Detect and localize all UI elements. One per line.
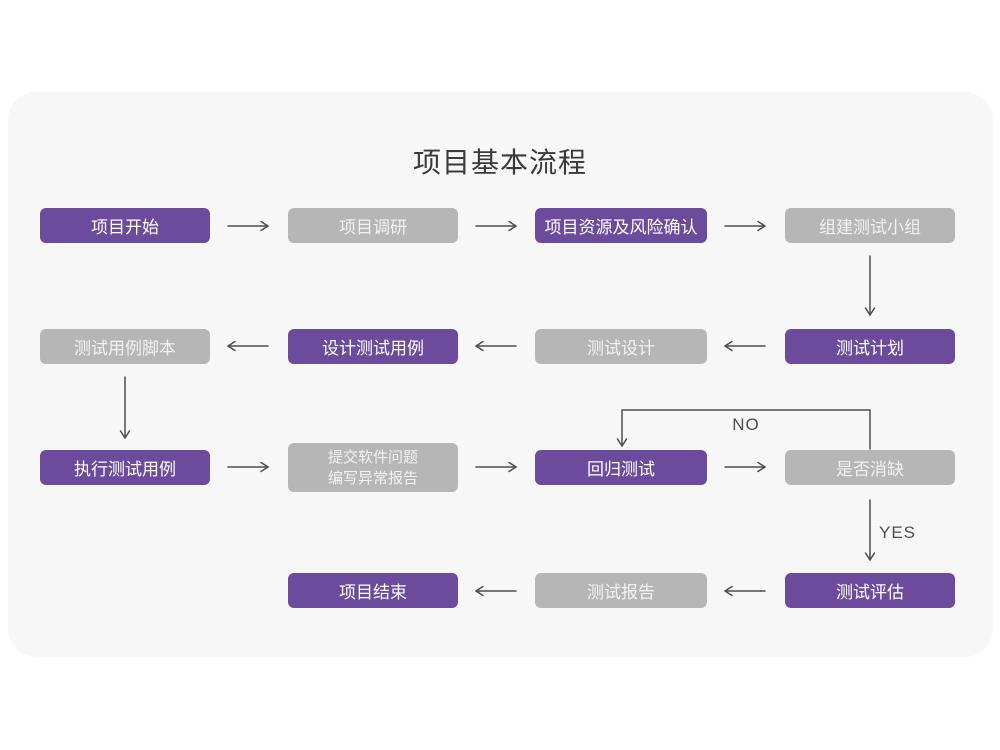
node-execute-test-case: 执行测试用例 — [40, 450, 210, 485]
node-line-2: 编写异常报告 — [327, 469, 418, 487]
node-defect-cleared-decision: 是否消缺 — [785, 450, 955, 485]
node-regression-test: 回归测试 — [535, 450, 707, 485]
page-title: 项目基本流程 — [412, 147, 587, 178]
node-project-start: 项目开始 — [40, 208, 210, 243]
node-project-end: 项目结束 — [288, 573, 458, 608]
node-test-report: 测试报告 — [535, 573, 707, 608]
node-test-plan: 测试计划 — [785, 329, 955, 364]
node-test-evaluation: 测试评估 — [785, 573, 955, 608]
node-test-case-script: 测试用例脚本 — [40, 329, 210, 364]
node-resources-and-risk-confirm: 项目资源及风险确认 — [535, 208, 707, 243]
node-build-test-team: 组建测试小组 — [785, 208, 955, 243]
branch-label-yes: YES — [879, 523, 917, 542]
branch-label-no: NO — [732, 415, 760, 434]
node-design-test-case: 设计测试用例 — [288, 329, 458, 364]
node-test-design: 测试设计 — [535, 329, 707, 364]
node-line-1: 提交软件问题 — [327, 448, 418, 466]
node-submit-issue-write-report: 提交软件问题 编写异常报告 — [288, 443, 458, 492]
flowchart-card — [8, 92, 993, 657]
node-project-research: 项目调研 — [288, 208, 458, 243]
